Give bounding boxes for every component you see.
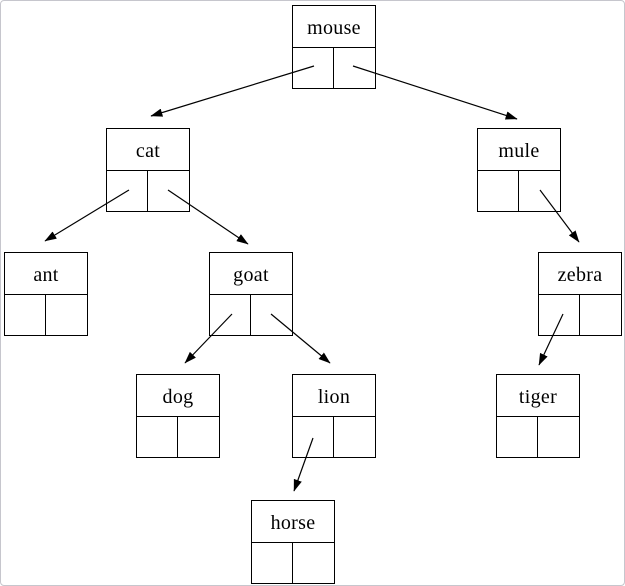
tree-node-tiger: tiger xyxy=(496,374,580,458)
node-label: zebra xyxy=(539,253,621,295)
node-pointer-cells xyxy=(210,295,292,335)
node-pointer-cells xyxy=(539,295,621,335)
node-pointer-cells xyxy=(478,171,560,211)
right-pointer-cell xyxy=(251,295,292,335)
left-pointer-cell xyxy=(293,417,334,457)
tree-node-lion: lion xyxy=(292,374,376,458)
left-pointer-cell xyxy=(210,295,251,335)
left-pointer-cell xyxy=(539,295,580,335)
tree-node-horse: horse xyxy=(251,500,335,584)
node-pointer-cells xyxy=(293,48,375,88)
node-label: mule xyxy=(478,129,560,171)
node-pointer-cells xyxy=(137,417,219,457)
right-pointer-cell xyxy=(519,171,560,211)
node-label: dog xyxy=(137,375,219,417)
tree-node-zebra: zebra xyxy=(538,252,622,336)
left-pointer-cell xyxy=(5,295,46,335)
tree-node-mouse: mouse xyxy=(292,5,376,89)
right-pointer-cell xyxy=(580,295,621,335)
tree-node-mule: mule xyxy=(477,128,561,212)
tree-node-ant: ant xyxy=(4,252,88,336)
node-label: horse xyxy=(252,501,334,543)
right-pointer-cell xyxy=(178,417,219,457)
left-pointer-cell xyxy=(137,417,178,457)
left-pointer-cell xyxy=(478,171,519,211)
left-pointer-cell xyxy=(107,171,148,211)
node-label: tiger xyxy=(497,375,579,417)
node-pointer-cells xyxy=(107,171,189,211)
tree-node-cat: cat xyxy=(106,128,190,212)
node-label: lion xyxy=(293,375,375,417)
tree-node-goat: goat xyxy=(209,252,293,336)
edge-mouse-left-to-cat xyxy=(150,65,315,117)
right-pointer-cell xyxy=(334,48,375,88)
left-pointer-cell xyxy=(252,543,293,583)
node-pointer-cells xyxy=(252,543,334,583)
right-pointer-cell xyxy=(538,417,579,457)
left-pointer-cell xyxy=(293,48,334,88)
node-label: goat xyxy=(210,253,292,295)
left-pointer-cell xyxy=(497,417,538,457)
tree-node-dog: dog xyxy=(136,374,220,458)
node-label: mouse xyxy=(293,6,375,48)
edge-mouse-right-to-mule xyxy=(352,65,518,120)
node-label: cat xyxy=(107,129,189,171)
node-pointer-cells xyxy=(293,417,375,457)
node-pointer-cells xyxy=(5,295,87,335)
node-label: ant xyxy=(5,253,87,295)
right-pointer-cell xyxy=(46,295,87,335)
right-pointer-cell xyxy=(293,543,334,583)
right-pointer-cell xyxy=(334,417,375,457)
right-pointer-cell xyxy=(148,171,189,211)
node-pointer-cells xyxy=(497,417,579,457)
